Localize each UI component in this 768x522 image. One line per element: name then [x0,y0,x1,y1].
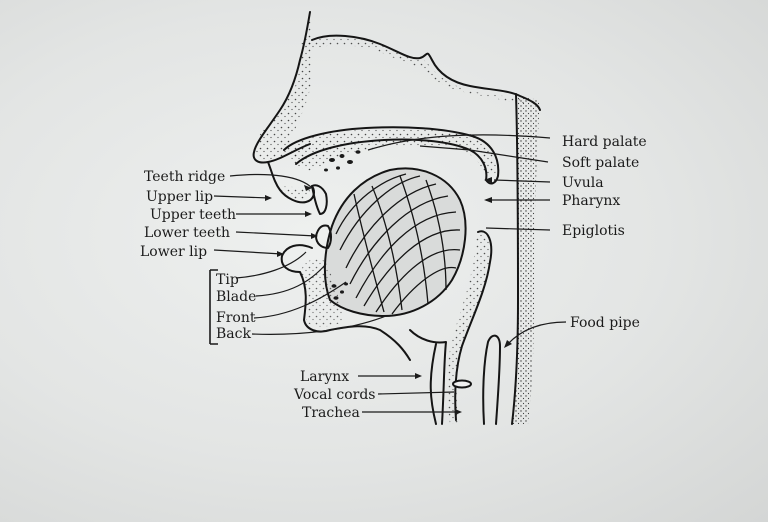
palate-bone-marks [324,150,361,172]
head-profile [252,11,541,164]
label-uvula: Uvula [562,175,604,191]
palate-lower-outline [295,138,488,181]
label-epiglotis: Epiglotis [562,223,625,239]
label-vocal-cords: Vocal cords [293,387,375,403]
label-tip: Tip [216,272,239,288]
tongue [323,167,467,318]
larynx-region [409,230,501,425]
label-teeth-ridge: Teeth ridge [144,169,225,185]
lower-lip-outline [280,244,411,361]
tongue-muscle-fibers [335,173,461,315]
label-lower-lip: Lower lip [140,244,207,260]
label-blade: Blade [216,289,256,305]
leader-lines [209,134,567,413]
lower-mouth [280,224,411,361]
face-outline [252,11,311,164]
label-front: Front [216,310,256,326]
upper-teeth [311,184,328,215]
label-back: Back [216,326,251,342]
food-pipe-outline [482,334,501,425]
label-food-pipe: Food pipe [570,315,640,331]
label-upper-lip: Upper lip [146,189,213,205]
label-trachea: Trachea [302,405,360,421]
lower-teeth [315,224,332,249]
pharynx-back-wall [511,93,519,425]
label-larynx: Larynx [300,369,349,385]
label-lower-teeth: Lower teeth [144,225,230,241]
upper-mouth [267,161,328,215]
nasal-cavity-outline [311,34,541,111]
label-upper-teeth: Upper teeth [150,207,236,223]
label-hard-palate: Hard palate [562,134,647,150]
vocal-cords-shape [452,379,472,389]
label-soft-palate: Soft palate [562,155,639,171]
larynx-front-wall [409,329,447,425]
label-pharynx: Pharynx [562,193,620,209]
palate-shading [289,128,496,175]
pharynx-wall [511,93,540,425]
larynx-inner-wall [429,343,437,425]
arrowheads [265,177,512,415]
epiglottis-outline [454,230,493,421]
nasal-cavity-shading [300,37,530,104]
back-wall-shading [512,96,540,424]
